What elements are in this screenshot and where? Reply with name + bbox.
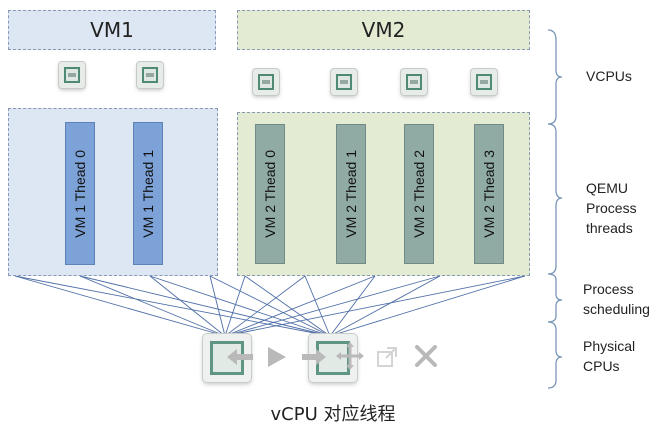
thread-label: VM 1 Thead 1 <box>140 149 156 238</box>
thread-label: VM 1 Thead 0 <box>72 149 88 238</box>
label-line: VCPUs <box>586 68 632 84</box>
label-line: Process <box>583 281 634 297</box>
vm2-thread-3: VM 2 Thead 3 <box>474 124 504 264</box>
move-icon[interactable] <box>334 340 366 372</box>
play-icon[interactable] <box>262 342 292 372</box>
vm2-header: VM2 <box>237 10 530 50</box>
vm2-thread-1: VM 2 Thead 1 <box>336 124 366 264</box>
arrow-right-icon[interactable] <box>298 342 330 372</box>
thread-label: VM 2 Thead 1 <box>343 150 359 238</box>
vm2-thread-0: VM 2 Thead 0 <box>255 124 285 264</box>
vm2-vcpu-3-icon <box>471 69 497 95</box>
layer-label-vcpus: VCPUs <box>586 66 632 86</box>
vm1-thread-0: VM 1 Thead 0 <box>65 122 95 265</box>
vm2-vcpu-0-icon <box>253 69 279 95</box>
external-link-icon[interactable] <box>372 342 402 372</box>
layer-label-qemu: QEMU Process threads <box>586 178 637 238</box>
label-line: scheduling <box>583 301 650 317</box>
label-line: QEMU <box>586 180 628 196</box>
thread-label: VM 2 Thead 2 <box>411 150 427 238</box>
vm2-thread-2: VM 2 Thead 2 <box>404 124 434 264</box>
thread-label: VM 2 Thead 0 <box>262 150 278 238</box>
vm1-thread-1: VM 1 Thead 1 <box>133 122 163 265</box>
label-line: threads <box>586 220 633 236</box>
vm2-vcpu-2-icon <box>401 69 427 95</box>
vm1-vcpu-0-icon <box>59 62 85 88</box>
layer-label-physical: Physical CPUs <box>583 336 635 376</box>
diagram-caption: vCPU 对应线程 <box>270 404 396 425</box>
vm1-thread-group <box>8 108 218 276</box>
vm1-header: VM1 <box>8 10 216 50</box>
layer-braces <box>547 29 563 389</box>
vm1-vcpu-1-icon <box>137 62 163 88</box>
arrow-left-icon[interactable] <box>222 342 258 372</box>
vm2-vcpu-1-icon <box>331 69 357 95</box>
close-icon[interactable] <box>408 340 444 372</box>
layer-label-scheduling: Process scheduling <box>583 279 650 319</box>
label-line: Physical <box>583 338 636 354</box>
thread-label: VM 2 Thead 3 <box>481 150 497 238</box>
label-line: Process <box>586 200 637 216</box>
label-line: CPUs <box>583 358 620 374</box>
